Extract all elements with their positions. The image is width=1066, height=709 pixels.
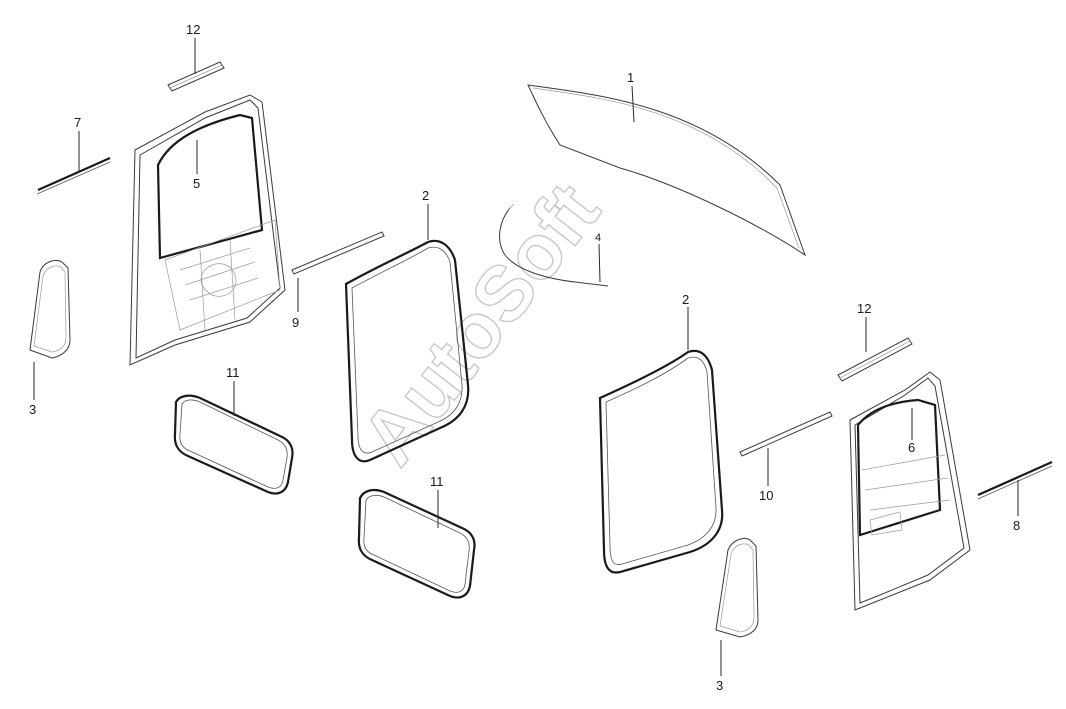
callout-5: 5 [193, 176, 200, 191]
part-10-strip [739, 411, 833, 457]
part-12-strip-left [167, 61, 225, 92]
part-7-strip [36, 156, 111, 195]
part-4-cable [499, 203, 609, 287]
callout-1: 1 [627, 70, 634, 85]
callout-9: 9 [292, 315, 299, 330]
callout-11-upper: 11 [226, 365, 240, 380]
callout-10: 10 [759, 488, 773, 503]
callouts: 1 2 2 3 3 4 5 6 7 8 9 10 11 11 12 12 [29, 22, 1020, 693]
callout-4: 4 [595, 232, 601, 244]
right-door-frame [849, 371, 971, 611]
callout-2-left: 2 [422, 188, 429, 203]
callout-3-right: 3 [716, 678, 723, 693]
part-11-window-seal-upper [173, 394, 294, 495]
part-2-door-seal-left [344, 239, 470, 463]
part-12-strip-right [837, 337, 913, 382]
callout-3-left: 3 [29, 402, 36, 417]
callout-2-right: 2 [682, 292, 689, 307]
part-2-door-seal-right [598, 349, 724, 574]
part-11-window-seal-lower [357, 488, 476, 599]
callout-12-right: 12 [857, 301, 871, 316]
part-3-quarter-glass-right [715, 537, 759, 638]
callout-7: 7 [74, 115, 81, 130]
callout-12-left: 12 [186, 22, 200, 37]
leader-lines [33, 38, 1019, 676]
part-8-strip [977, 460, 1053, 500]
watermark: AutoSoft [344, 167, 616, 481]
left-door-frame [129, 94, 286, 366]
callout-8: 8 [1013, 518, 1020, 533]
part-1-glass [527, 84, 806, 257]
part-3-quarter-glass-left [29, 259, 71, 359]
callout-6: 6 [908, 440, 915, 455]
callout-11-lower: 11 [430, 474, 444, 489]
part-9-strip [291, 231, 385, 275]
